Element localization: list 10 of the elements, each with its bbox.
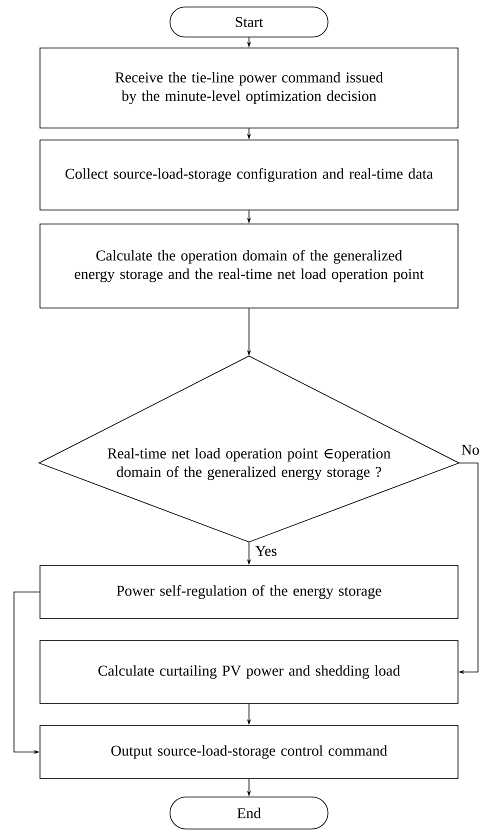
process-box: Collect source-load-storage configuration and real-time data	[40, 140, 458, 210]
process-box: Power self-regulation of the energy storage	[40, 565, 458, 619]
process-box: Calculate curtailing PV power and shedding load	[40, 640, 458, 704]
terminal: Start	[170, 6, 328, 38]
process-box: Output source-load-storage control command	[40, 725, 458, 779]
terminal: End	[170, 796, 328, 830]
edge-label: Yes	[254, 545, 278, 557]
edge-label: No	[460, 444, 481, 456]
process-box: Receive the tie-line power command issued by the minute-level optimization decision	[40, 48, 458, 128]
process-box: Calculate the operation domain of the generalized energy storage and the real-time net load operation point	[40, 224, 458, 308]
